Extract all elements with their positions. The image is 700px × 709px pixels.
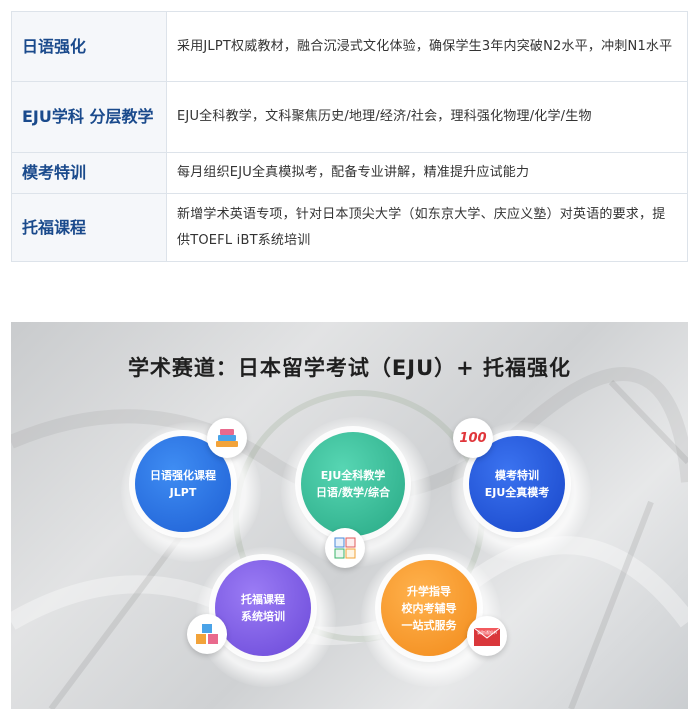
row-description: 新增学术英语专项，针对日本顶尖大学（如东京大学、庆应义塾）对英语的要求，提供TO… xyxy=(166,193,688,262)
node-mock: 模考特训 EJU全真模考 xyxy=(469,436,565,532)
row-label: 模考特训 xyxy=(11,152,167,194)
node-line: 升学指导 xyxy=(407,584,451,598)
row-label: EJU学科 分层教学 xyxy=(11,81,167,153)
row-description: EJU全科教学，文科聚焦历史/地理/经济/社会，理科强化物理/化学/生物 xyxy=(166,81,688,153)
row-description: 每月组织EJU全真模拟考，配备专业讲解，精准提升应试能力 xyxy=(166,152,688,194)
table-row: 日语强化 采用JLPT权威教材，融合沉浸式文化体验，确保学生3年内突破N2水平，… xyxy=(11,11,688,82)
table-row: EJU学科 分层教学 EJU全科教学，文科聚焦历史/地理/经济/社会，理科强化物… xyxy=(11,81,688,153)
node-line: 系统培训 xyxy=(241,610,285,623)
node-line: 托福课程 xyxy=(241,593,285,606)
letter-text: 录取通知书 xyxy=(477,629,497,635)
node-toefl: 托福课程 系统培训 xyxy=(215,560,311,656)
row-description: 采用JLPT权威教材，融合沉浸式文化体验，确保学生3年内突破N2水平，冲刺N1水… xyxy=(166,11,688,82)
node-line: 日语/数学/综合 xyxy=(315,486,391,499)
row-label: 日语强化 xyxy=(11,11,167,82)
course-table: 日语强化 采用JLPT权威教材，融合沉浸式文化体验，确保学生3年内突破N2水平，… xyxy=(11,11,688,262)
node-line: 日语强化课程 xyxy=(150,469,216,482)
banner-title: 学术赛道：日本留学考试（EJU）+ 托福强化 xyxy=(127,356,572,380)
row-label: 托福课程 xyxy=(11,193,167,262)
score-100-icon: 100 xyxy=(453,418,493,458)
node-line: EJU全真模考 xyxy=(484,486,550,499)
table-row: 模考特训 每月组织EJU全真模拟考，配备专业讲解，精准提升应试能力 xyxy=(11,152,688,194)
admission-letter-icon: 录取通知书 xyxy=(467,616,507,656)
math-symbols-icon xyxy=(325,528,365,568)
node-line: 一站式服务 xyxy=(401,618,457,632)
score-text: 100 xyxy=(459,430,487,446)
node-line: EJU全科教学 xyxy=(320,469,386,482)
table-row: 托福课程 新增学术英语专项，针对日本顶尖大学（如东京大学、庆应义塾）对英语的要求… xyxy=(11,193,688,262)
node-line: 校内考辅导 xyxy=(401,601,457,615)
academic-track-banner: 学术赛道：日本留学考试（EJU）+ 托福强化 日语强化课程 JLPT EJU全科… xyxy=(11,322,688,709)
node-eju: EJU全科教学 日语/数学/综合 xyxy=(301,432,405,536)
node-line: 模考特训 xyxy=(495,469,539,482)
abc-blocks-icon xyxy=(187,614,227,654)
node-line: JLPT xyxy=(169,486,197,499)
books-icon xyxy=(207,418,247,458)
node-guide: 升学指导 校内考辅导 一站式服务 xyxy=(381,560,477,656)
